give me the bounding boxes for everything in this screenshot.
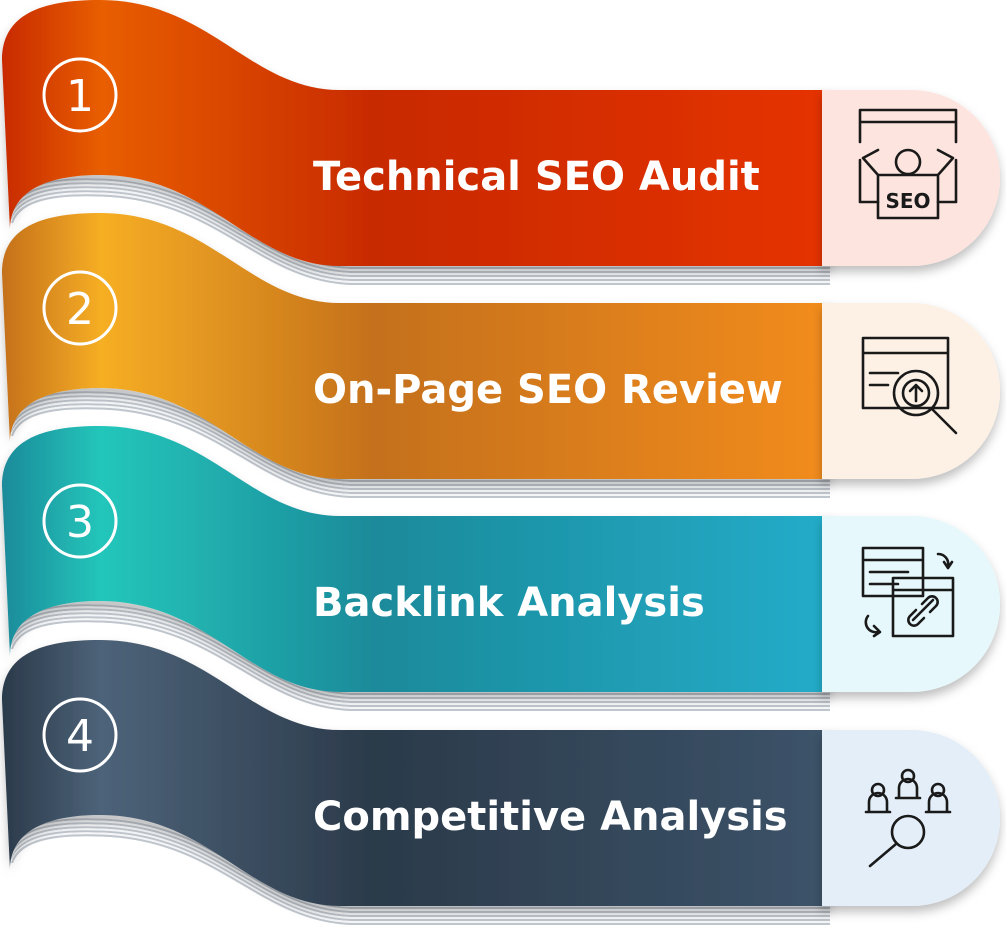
step-number-circle <box>42 697 118 773</box>
step-number-circle <box>42 483 118 559</box>
step-number: 1 <box>66 71 94 122</box>
step-number: 4 <box>66 711 94 762</box>
svg-text:SEO: SEO <box>885 189 930 213</box>
step-label: On-Page SEO Review <box>313 367 783 413</box>
step-number-circle <box>42 57 118 133</box>
browser-click-search-icon <box>861 336 958 435</box>
ribbon-body <box>2 640 830 906</box>
ribbon-body <box>2 213 830 479</box>
ribbon-body <box>2 0 830 266</box>
ribbon-body <box>2 426 830 692</box>
icon-panel <box>822 730 1000 906</box>
competitor-search-icon <box>864 768 952 868</box>
step-label: Competitive Analysis <box>313 794 788 840</box>
seo-box-gear-icon: SEO <box>858 108 958 220</box>
step-label: Technical SEO Audit <box>313 154 760 200</box>
step-number-circle <box>42 270 118 346</box>
step-2-ribbon: 2On-Page SEO Review <box>2 213 1000 498</box>
linked-pages-icon <box>861 546 955 638</box>
icon-panel <box>822 90 1000 266</box>
step-number: 3 <box>66 497 94 548</box>
step-number: 2 <box>66 284 94 335</box>
icon-panel <box>822 516 1000 692</box>
step-label: Backlink Analysis <box>313 580 705 626</box>
